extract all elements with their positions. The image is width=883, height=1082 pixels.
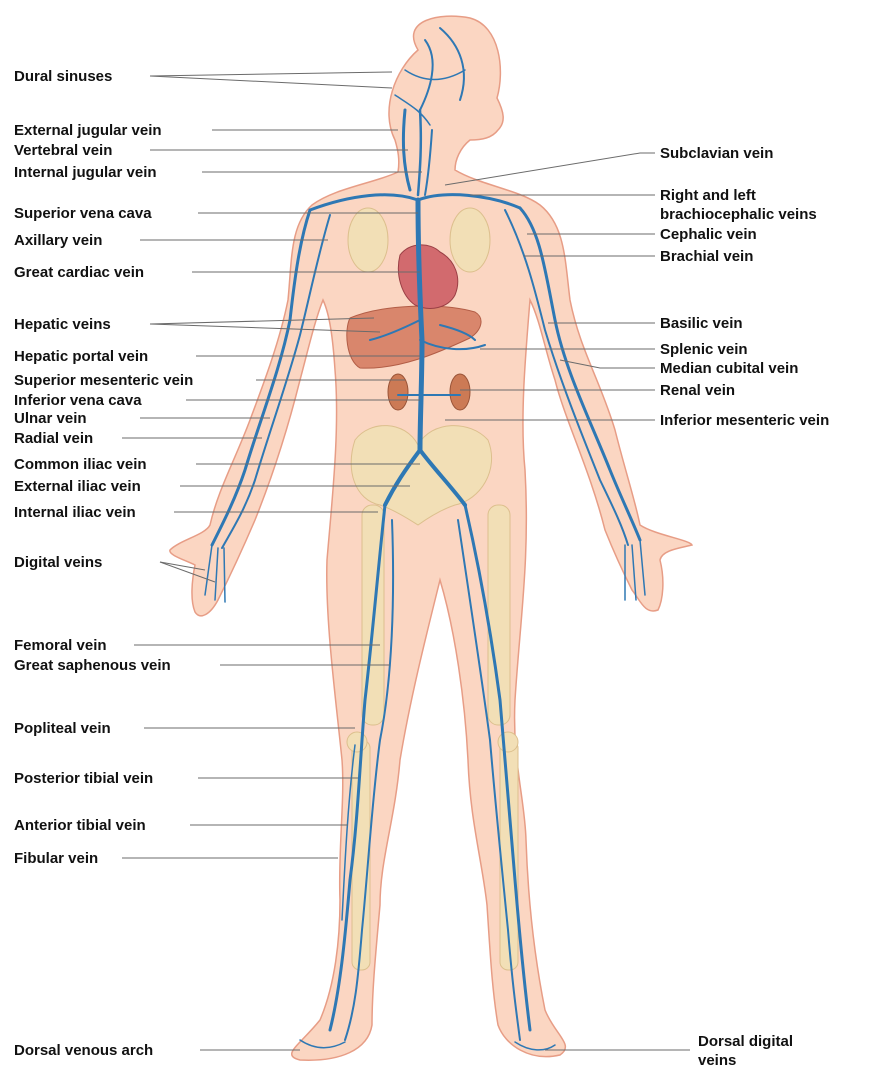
label-brachiocephalic-line1: Right and left (660, 187, 756, 204)
label-axillary-vein: Axillary vein (14, 232, 102, 249)
label-popliteal-vein: Popliteal vein (14, 720, 111, 737)
body-silhouette (170, 16, 692, 1060)
label-ulnar-vein: Ulnar vein (14, 410, 87, 427)
label-dorsal-venous-arch: Dorsal venous arch (14, 1042, 153, 1059)
label-femoral-vein: Femoral vein (14, 637, 107, 654)
label-median-cubital-vein: Median cubital vein (660, 360, 798, 377)
label-basilic-vein: Basilic vein (660, 315, 743, 332)
label-hepatic-veins: Hepatic veins (14, 316, 111, 333)
right-scapula (348, 208, 388, 272)
label-fibular-vein: Fibular vein (14, 850, 98, 867)
label-splenic-vein: Splenic vein (660, 341, 748, 358)
right-labels: Subclavian vein Right and left brachioce… (660, 145, 829, 1069)
label-internal-iliac-vein: Internal iliac vein (14, 504, 136, 521)
right-kidney (388, 374, 408, 410)
left-scapula (450, 208, 490, 272)
label-subclavian-vein: Subclavian vein (660, 145, 773, 162)
label-inferior-mesenteric-vein: Inferior mesenteric vein (660, 412, 829, 429)
left-patella (498, 732, 518, 752)
label-great-saphenous-vein: Great saphenous vein (14, 657, 171, 674)
label-superior-vena-cava: Superior vena cava (14, 205, 152, 222)
label-external-iliac-vein: External iliac vein (14, 478, 141, 495)
label-hepatic-portal-vein: Hepatic portal vein (14, 348, 148, 365)
label-brachiocephalic-line2: brachiocephalic veins (660, 206, 817, 223)
label-dorsal-digital-line2: veins (698, 1052, 736, 1069)
label-brachial-vein: Brachial vein (660, 248, 753, 265)
label-vertebral-vein: Vertebral vein (14, 142, 112, 159)
label-external-jugular-vein: External jugular vein (14, 122, 162, 139)
label-common-iliac-vein: Common iliac vein (14, 456, 147, 473)
label-renal-vein: Renal vein (660, 382, 735, 399)
label-great-cardiac-vein: Great cardiac vein (14, 264, 144, 281)
label-internal-jugular-vein: Internal jugular vein (14, 164, 157, 181)
label-digital-veins: Digital veins (14, 554, 102, 571)
label-dorsal-digital-line1: Dorsal digital (698, 1033, 793, 1050)
left-kidney (450, 374, 470, 410)
human-body-figure (170, 16, 692, 1060)
label-cephalic-vein: Cephalic vein (660, 226, 757, 243)
right-patella (347, 732, 367, 752)
label-posterior-tibial-vein: Posterior tibial vein (14, 770, 153, 787)
label-anterior-tibial-vein: Anterior tibial vein (14, 817, 146, 834)
label-superior-mesenteric-vein: Superior mesenteric vein (14, 372, 193, 389)
label-inferior-vena-cava: Inferior vena cava (14, 392, 142, 409)
label-dural-sinuses: Dural sinuses (14, 68, 112, 85)
label-radial-vein: Radial vein (14, 430, 93, 447)
